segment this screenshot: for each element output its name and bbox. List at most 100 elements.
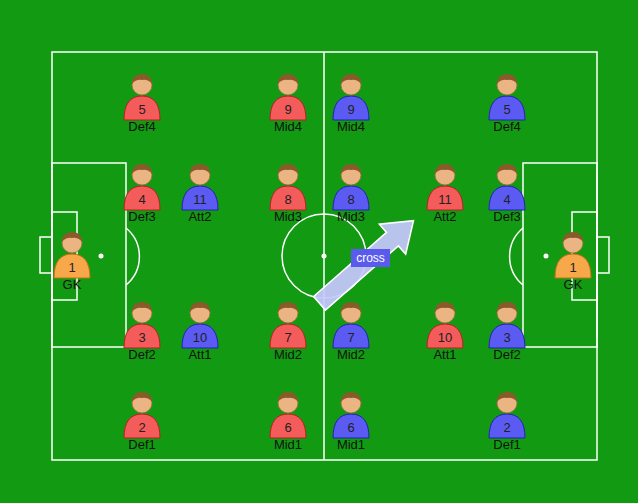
position-label: Mid1 bbox=[324, 438, 378, 452]
shirt-number: 10 bbox=[173, 330, 227, 346]
position-label: Def4 bbox=[480, 120, 534, 134]
player-head bbox=[341, 75, 361, 95]
penalty-spot bbox=[99, 254, 104, 259]
shirt-number: 8 bbox=[261, 192, 315, 208]
player-marker: 3Def2 bbox=[115, 300, 169, 362]
shirt-number: 4 bbox=[115, 192, 169, 208]
player-marker: 2Def1 bbox=[115, 390, 169, 452]
penalty-area bbox=[523, 163, 597, 347]
player-hair bbox=[341, 164, 361, 174]
player-head bbox=[497, 165, 517, 185]
player-head bbox=[435, 165, 455, 185]
shirt-number: 9 bbox=[324, 102, 378, 118]
player-marker: 4Def3 bbox=[115, 162, 169, 224]
shirt-number: 6 bbox=[324, 420, 378, 436]
position-label: Att1 bbox=[418, 348, 472, 362]
player-head bbox=[497, 75, 517, 95]
player-hair bbox=[132, 164, 152, 174]
player-marker: 2Def1 bbox=[480, 390, 534, 452]
player-hair bbox=[278, 164, 298, 174]
player-head bbox=[62, 233, 82, 253]
player-head bbox=[190, 165, 210, 185]
position-label: Mid4 bbox=[324, 120, 378, 134]
player-marker: 6Mid1 bbox=[261, 390, 315, 452]
position-label: Mid1 bbox=[261, 438, 315, 452]
player-hair bbox=[278, 302, 298, 312]
player-marker: 9Mid4 bbox=[261, 72, 315, 134]
player-marker: 8Mid3 bbox=[261, 162, 315, 224]
player-head bbox=[278, 303, 298, 323]
player-marker: 3Def2 bbox=[480, 300, 534, 362]
player-hair bbox=[341, 74, 361, 84]
goal bbox=[40, 237, 52, 273]
player-hair bbox=[132, 74, 152, 84]
player-hair bbox=[497, 392, 517, 402]
player-marker: 10Att1 bbox=[173, 300, 227, 362]
shirt-number: 4 bbox=[480, 192, 534, 208]
position-label: Mid4 bbox=[261, 120, 315, 134]
shirt-number: 10 bbox=[418, 330, 472, 346]
position-label: Mid2 bbox=[324, 348, 378, 362]
player-marker: 4Def3 bbox=[480, 162, 534, 224]
arrow-label: cross bbox=[351, 249, 390, 267]
player-hair bbox=[497, 164, 517, 174]
player-head bbox=[497, 303, 517, 323]
player-hair bbox=[132, 392, 152, 402]
player-head bbox=[132, 75, 152, 95]
player-head bbox=[341, 393, 361, 413]
player-hair bbox=[62, 232, 82, 242]
shirt-number: 8 bbox=[324, 192, 378, 208]
player-hair bbox=[341, 302, 361, 312]
position-label: Att2 bbox=[418, 210, 472, 224]
player-hair bbox=[190, 164, 210, 174]
shirt-number: 3 bbox=[115, 330, 169, 346]
position-label: Def1 bbox=[115, 438, 169, 452]
shirt-number: 5 bbox=[480, 102, 534, 118]
player-head bbox=[341, 165, 361, 185]
player-marker: 10Att1 bbox=[418, 300, 472, 362]
position-label: Mid2 bbox=[261, 348, 315, 362]
shirt-number: 6 bbox=[261, 420, 315, 436]
penalty-arc bbox=[510, 228, 523, 285]
player-head bbox=[563, 233, 583, 253]
shirt-number: 1 bbox=[45, 260, 99, 276]
penalty-area bbox=[52, 163, 126, 347]
position-label: Def4 bbox=[115, 120, 169, 134]
shirt-number: 9 bbox=[261, 102, 315, 118]
position-label: Def3 bbox=[115, 210, 169, 224]
shirt-number: 2 bbox=[115, 420, 169, 436]
shirt-number: 7 bbox=[261, 330, 315, 346]
player-marker: 7Mid2 bbox=[261, 300, 315, 362]
player-head bbox=[132, 165, 152, 185]
penalty-arc bbox=[126, 228, 139, 285]
shirt-number: 1 bbox=[546, 260, 600, 276]
player-head bbox=[190, 303, 210, 323]
player-head bbox=[341, 303, 361, 323]
player-hair bbox=[497, 74, 517, 84]
player-hair bbox=[341, 392, 361, 402]
player-hair bbox=[190, 302, 210, 312]
player-head bbox=[278, 165, 298, 185]
shirt-number: 11 bbox=[173, 192, 227, 208]
player-head bbox=[132, 393, 152, 413]
player-hair bbox=[435, 164, 455, 174]
player-marker: 11Att2 bbox=[418, 162, 472, 224]
shirt-number: 2 bbox=[480, 420, 534, 436]
position-label: GK bbox=[45, 278, 99, 292]
player-hair bbox=[132, 302, 152, 312]
player-marker: 8Mid3 bbox=[324, 162, 378, 224]
position-label: Att1 bbox=[173, 348, 227, 362]
player-marker: 1GK bbox=[45, 230, 99, 292]
player-head bbox=[497, 393, 517, 413]
touchline bbox=[52, 52, 597, 460]
player-marker: 11Att2 bbox=[173, 162, 227, 224]
position-label: Mid3 bbox=[324, 210, 378, 224]
player-hair bbox=[278, 74, 298, 84]
player-head bbox=[132, 303, 152, 323]
player-hair bbox=[435, 302, 455, 312]
penalty-spot bbox=[544, 254, 549, 259]
pass-arrow bbox=[314, 221, 414, 310]
